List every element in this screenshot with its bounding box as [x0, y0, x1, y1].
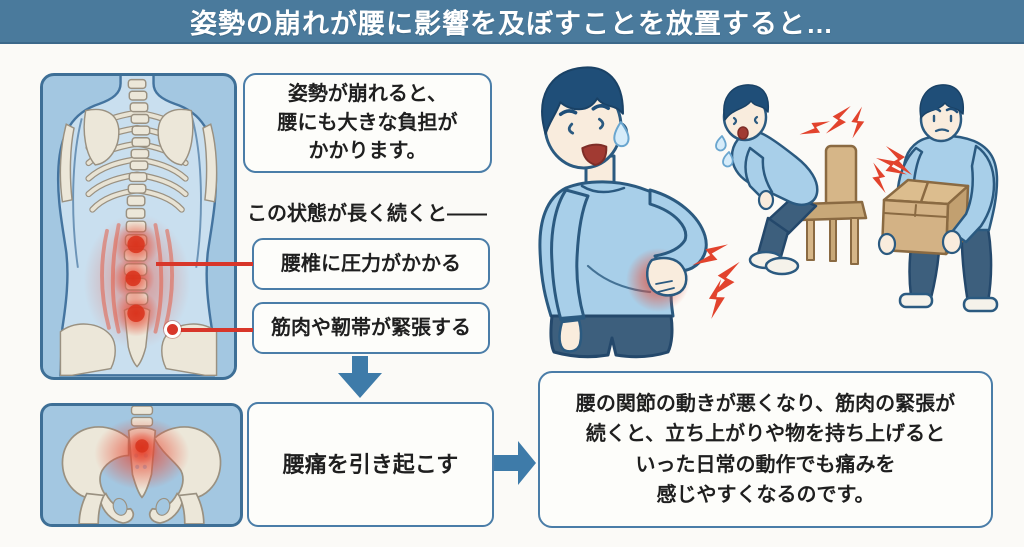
pain-bolts-chair: [799, 106, 873, 144]
intro-box: 姿勢が崩れると、 腰にも大きな負担が かかります。: [243, 73, 492, 173]
pelvis-panel: [40, 403, 243, 527]
cause-muscle-text: 筋肉や靭帯が緊張する: [271, 316, 471, 339]
cause-box-muscle: 筋肉や靭帯が緊張する: [252, 302, 490, 354]
callout-dot-muscle: [164, 321, 181, 338]
cause-box-lumbar: 腰椎に圧力がかかる: [252, 238, 490, 290]
title-bar: 姿勢の崩れが腰に影響を及ぼすことを放置すると…: [0, 0, 1024, 44]
cause-lumbar-text: 腰椎に圧力がかかる: [281, 252, 461, 275]
back-anatomy-illustration: [43, 76, 234, 377]
callout-line-lumbar: [156, 262, 253, 266]
condition-label: この状態が長く続くと――: [247, 203, 487, 225]
man-holding-lower-back: [538, 66, 741, 359]
callout-line-muscle: [172, 328, 253, 332]
people-illustration: [538, 66, 999, 359]
result-box: 腰痛を引き起こす: [247, 402, 494, 527]
result-text: 腰痛を引き起こす: [282, 451, 459, 477]
man-lifting-box: [864, 84, 999, 313]
right-arrow-icon: [494, 441, 536, 485]
man-rising-from-chair: [715, 84, 873, 276]
conclusion-box: 腰の関節の動きが悪くなり、筋肉の緊張が 続くと、立ち上がりや物を持ち上げると い…: [538, 371, 993, 528]
page-title: 姿勢の崩れが腰に影響を及ぼすことを放置すると…: [190, 8, 834, 39]
back-anatomy-panel: [40, 73, 237, 380]
pelvis-illustration: [44, 406, 239, 524]
intro-text: 姿勢が崩れると、 腰にも大きな負担が かかります。: [277, 83, 458, 163]
down-arrow-icon: [338, 356, 382, 398]
conclusion-text: 腰の関節の動きが悪くなり、筋肉の緊張が 続くと、立ち上がりや物を持ち上げると い…: [575, 392, 956, 506]
